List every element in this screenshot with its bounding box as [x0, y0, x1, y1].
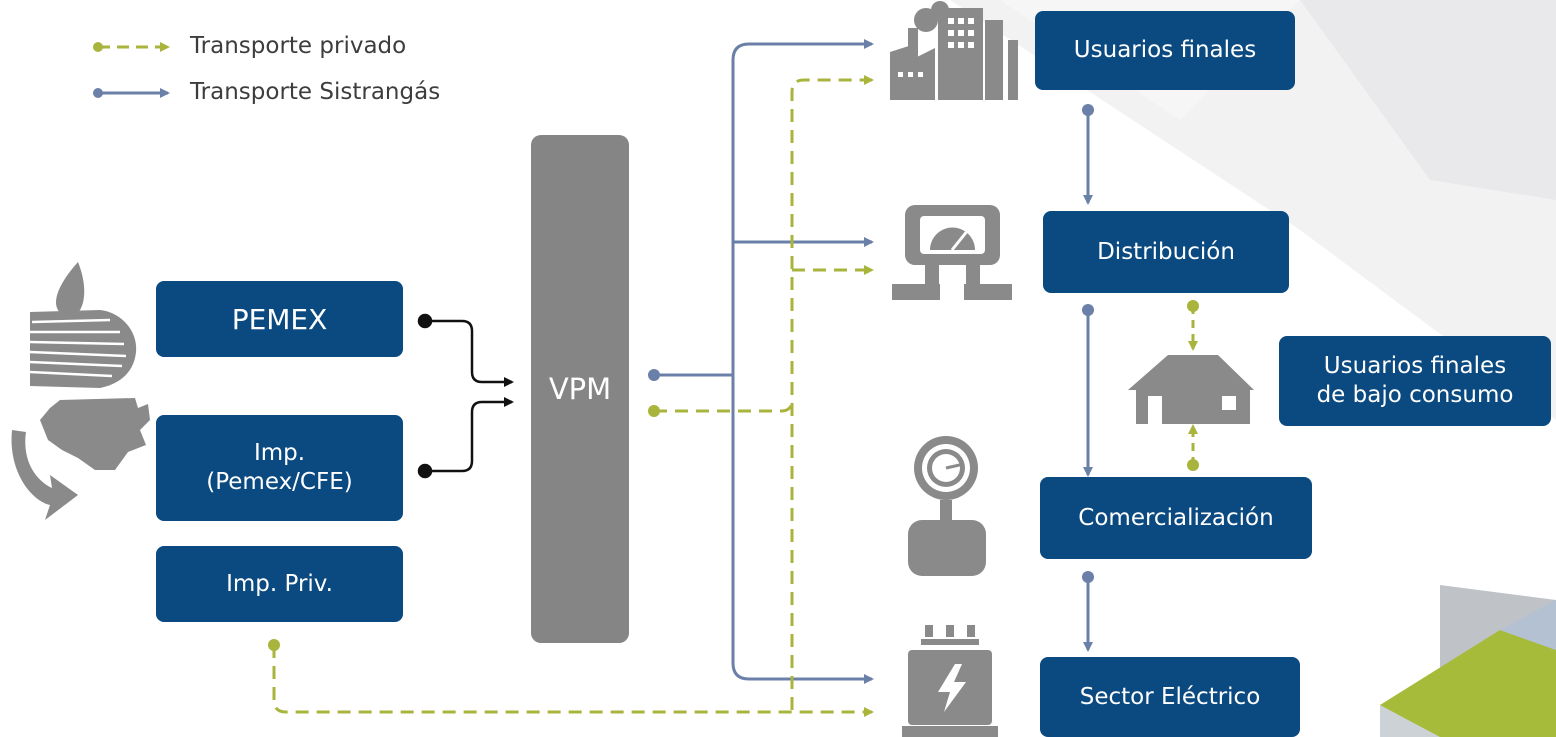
- distribution-chain: [1082, 104, 1199, 652]
- imp-priv-label: Imp. Priv.: [226, 570, 333, 597]
- private-flows: [268, 75, 874, 717]
- transformer-icon: [902, 625, 998, 737]
- imp-pemex-cfe-box: Imp. (Pemex/CFE): [156, 415, 403, 521]
- imp-pemex-cfe-label: Imp. (Pemex/CFE): [206, 440, 353, 495]
- pemex-label: PEMEX: [231, 302, 328, 336]
- comercializacion-label: Comercialización: [1078, 504, 1274, 531]
- source-connectors: [417, 313, 514, 479]
- pressure-gauge-icon: [908, 436, 986, 576]
- vpm-hub: VPM: [531, 135, 629, 643]
- distribucion-label: Distribución: [1097, 238, 1235, 265]
- factory-icon: [890, 1, 1018, 100]
- usuarios-bajo-consumo-box: Usuarios finales de bajo consumo: [1279, 336, 1551, 426]
- pemex-eagle-icon: [29, 262, 137, 388]
- usuarios-finales-box: Usuarios finales: [1035, 11, 1295, 90]
- sistrangas-flows: [648, 39, 874, 684]
- legend-sistrangas-label: Transporte Sistrangás: [190, 79, 441, 105]
- sector-electrico-label: Sector Eléctrico: [1079, 683, 1261, 710]
- usa-map-arrow-icon: [11, 398, 150, 520]
- meter-station-icon: [892, 205, 1012, 300]
- comercializacion-box: Comercialización: [1040, 477, 1312, 559]
- usuarios-finales-label: Usuarios finales: [1073, 37, 1257, 64]
- legend-sistrangas-symbol: [93, 88, 170, 98]
- legend-private-label: Transporte privado: [190, 33, 407, 59]
- house-icon: [1128, 355, 1254, 424]
- usuarios-bajo-consumo-label: Usuarios finales de bajo consumo: [1316, 353, 1514, 408]
- distribucion-box: Distribución: [1043, 211, 1289, 293]
- pemex-box: PEMEX: [156, 281, 403, 357]
- sector-electrico-box: Sector Eléctrico: [1040, 657, 1300, 737]
- imp-priv-box: Imp. Priv.: [156, 546, 403, 622]
- legend-private-symbol: [93, 42, 170, 52]
- vpm-label: VPM: [548, 372, 612, 406]
